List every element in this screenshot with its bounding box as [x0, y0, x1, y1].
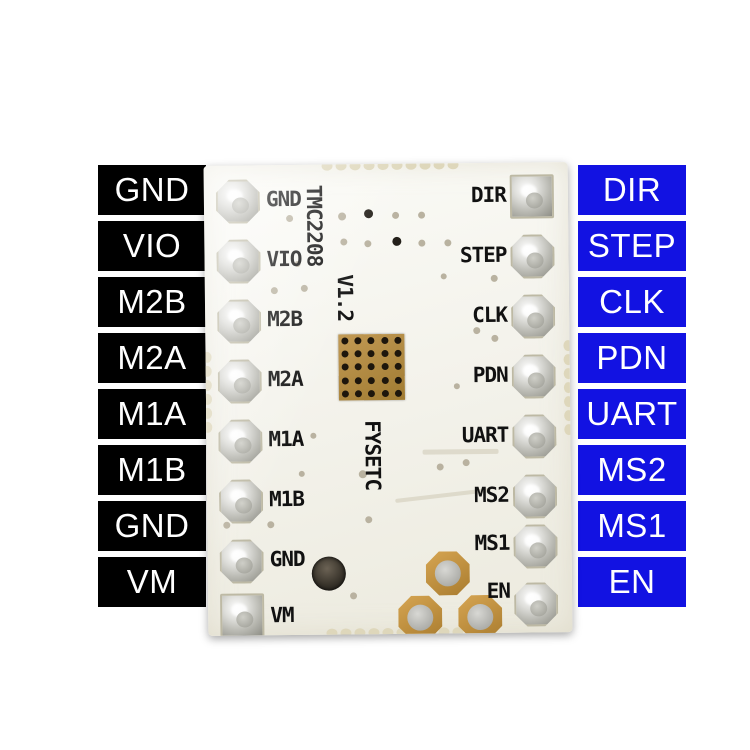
silk-pin-vio: VIO — [266, 246, 302, 272]
silk-part-number: TMC2208 — [301, 184, 327, 267]
via-dot — [286, 214, 294, 223]
via-dot — [440, 273, 447, 280]
silk-brand: FYSETC — [360, 420, 385, 491]
silk-pin-m2b: M2B — [267, 306, 303, 332]
left-pin-label: GND — [98, 165, 206, 215]
solder-pad-vio — [216, 239, 260, 283]
via-dot — [267, 521, 275, 529]
left-pin-label: M1B — [98, 445, 206, 495]
silk-pin-m1a: M1A — [268, 426, 304, 452]
left-pin-label: GND — [98, 501, 206, 551]
pcb-trace — [422, 448, 499, 455]
via-dot — [365, 516, 373, 524]
solder-pad-m1a — [218, 419, 262, 463]
silk-pin-gnd-bottom: GND — [269, 546, 305, 572]
solder-pad-pdn — [512, 354, 556, 398]
via-dot — [338, 212, 347, 221]
right-pin-label: UART — [578, 389, 686, 439]
solder-pad-ms1 — [513, 524, 557, 568]
castellated-edge-bottom — [326, 627, 464, 636]
left-pin-label: VIO — [98, 221, 206, 271]
left-pin-label: M2A — [98, 333, 206, 383]
via-dot — [364, 240, 372, 248]
via-dot — [436, 463, 444, 471]
solder-pad-clk — [511, 294, 555, 338]
pcb-board: GND VIO M2B M2A M1A M1B GND VM DIR STEP … — [203, 162, 573, 636]
silk-pin-step: STEP — [459, 242, 507, 268]
via-dot — [418, 211, 426, 219]
silk-version: V1.2 — [332, 274, 358, 322]
silk-pin-m2a: M2A — [267, 366, 303, 392]
via-dot — [392, 211, 400, 219]
solder-pad-gnd-top — [216, 179, 260, 223]
via-dot — [223, 521, 231, 529]
via-dot — [418, 239, 426, 247]
right-pin-label-column: DIR STEP CLK PDN UART MS2 MS1 EN — [578, 165, 700, 607]
castellated-edge-top — [321, 162, 459, 171]
solder-pad-m1b — [219, 479, 263, 523]
solder-pad-m2a — [218, 359, 262, 403]
via-dot — [462, 459, 470, 467]
via-dot — [364, 209, 374, 219]
silk-pin-vm: VM — [270, 603, 294, 628]
silk-pin-uart: UART — [461, 422, 509, 448]
silk-pin-dir: DIR — [470, 182, 506, 208]
solder-pad-gnd-bottom — [219, 539, 263, 583]
via-dot — [473, 327, 481, 335]
castellated-edge-right — [563, 340, 573, 436]
solder-pad-step — [510, 234, 554, 278]
silk-pin-gnd-top: GND — [265, 186, 301, 212]
right-pin-label: EN — [578, 557, 686, 607]
right-pin-label: MS2 — [578, 445, 686, 495]
silk-pin-en: EN — [486, 578, 511, 603]
right-pin-label: STEP — [578, 221, 686, 271]
solder-pad-uart — [512, 414, 556, 458]
silk-pin-m1b: M1B — [268, 486, 305, 512]
silk-pin-clk: CLK — [472, 302, 508, 328]
left-pin-label-column: GND VIO M2B M2A M1A M1B GND VM — [84, 165, 206, 607]
solder-pad-en — [514, 582, 558, 626]
center-via-grid — [338, 333, 406, 401]
solder-pad-dir — [509, 174, 555, 219]
right-pin-label: MS1 — [578, 501, 686, 551]
silk-pin-ms1: MS1 — [474, 530, 510, 556]
via-dot — [310, 432, 317, 439]
via-dot — [491, 334, 499, 342]
solder-pad-ms2 — [513, 474, 557, 518]
left-pin-label: VM — [98, 557, 206, 607]
via-dot — [300, 284, 308, 292]
right-pin-label: CLK — [578, 277, 686, 327]
via-dot — [392, 236, 402, 246]
right-pin-label: PDN — [578, 333, 686, 383]
via-dot — [340, 238, 348, 246]
via-dot — [298, 470, 305, 477]
silk-pin-ms2: MS2 — [473, 482, 510, 508]
solder-pad-m2b — [217, 299, 261, 343]
via-dot — [350, 592, 358, 600]
via-dot — [490, 274, 498, 282]
silk-pin-pdn: PDN — [472, 362, 508, 388]
left-pin-label: M2B — [98, 277, 206, 327]
right-pin-label: DIR — [578, 165, 686, 215]
solder-pad-vm — [220, 593, 265, 636]
through-hole — [311, 556, 347, 591]
via-dot — [270, 287, 278, 295]
left-pin-label: M1A — [98, 389, 206, 439]
gold-mount-pad-2 — [398, 595, 442, 635]
